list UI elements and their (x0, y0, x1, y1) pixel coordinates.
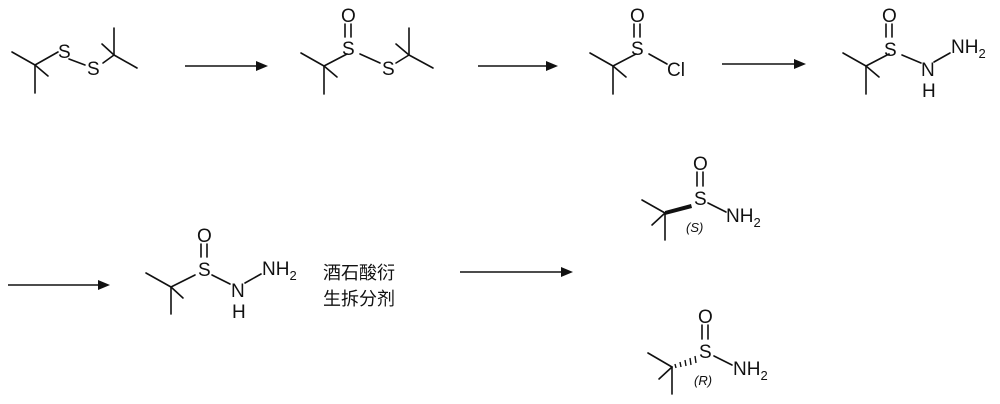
atom-nitrogen: N (921, 60, 935, 81)
amine-group: NH2 (262, 259, 297, 283)
wedge-bond (665, 204, 692, 215)
amine-group: NH2 (951, 37, 986, 61)
reaction-arrow (478, 61, 558, 71)
atom-nitrogen: N (231, 281, 245, 302)
reaction-arrow (185, 61, 268, 71)
reagent-line-2: 生拆分剂 (323, 289, 395, 309)
resolving-agent-label: 酒石酸衍 生拆分剂 (323, 263, 395, 309)
atom-oxygen: O (698, 307, 713, 328)
atom-sulfur: S (87, 59, 100, 80)
atom-sulfur: S (198, 260, 211, 281)
stereo-label-r: (R) (694, 373, 712, 388)
compound-sulfinyl-chloride: O S Cl (589, 6, 685, 95)
atom-sulfur: S (382, 59, 395, 80)
reagent-line-1: 酒石酸衍 (323, 263, 395, 283)
atom-sulfur: S (699, 342, 712, 363)
reaction-arrow (460, 267, 573, 277)
compound-thiosulfinate: O S S (300, 6, 434, 95)
atom-sulfur: S (631, 39, 644, 60)
hashed-bond (674, 355, 697, 369)
atom-oxygen: O (197, 226, 212, 247)
atom-sulfur: S (884, 40, 897, 61)
atom-chlorine: Cl (667, 60, 685, 81)
compound-racemic-sulfinyl-hydrazide: O S N H NH2 (145, 226, 297, 323)
reaction-arrow (722, 59, 806, 69)
compound-s-sulfinamide: O S (S) NH2 (641, 154, 761, 241)
atom-sulfur: S (342, 39, 355, 60)
atom-oxygen: O (882, 6, 897, 27)
compound-r-sulfinamide: O S (R) NH2 (647, 307, 768, 395)
atom-oxygen: O (630, 6, 645, 27)
atom-hydrogen: H (232, 302, 246, 323)
compound-di-tert-butyl-disulfide: S S (11, 27, 138, 94)
atom-sulfur: S (58, 42, 71, 63)
amine-group: NH2 (726, 206, 761, 230)
compound-sulfinyl-hydrazide: O S N H NH2 (842, 6, 986, 102)
atom-sulfur: S (694, 189, 707, 210)
amine-group: NH2 (733, 359, 768, 383)
atom-oxygen: O (341, 6, 356, 27)
stereo-label-s: (S) (686, 220, 703, 235)
atom-hydrogen: H (922, 81, 936, 102)
atom-oxygen: O (693, 154, 708, 175)
reaction-arrow (8, 280, 110, 290)
